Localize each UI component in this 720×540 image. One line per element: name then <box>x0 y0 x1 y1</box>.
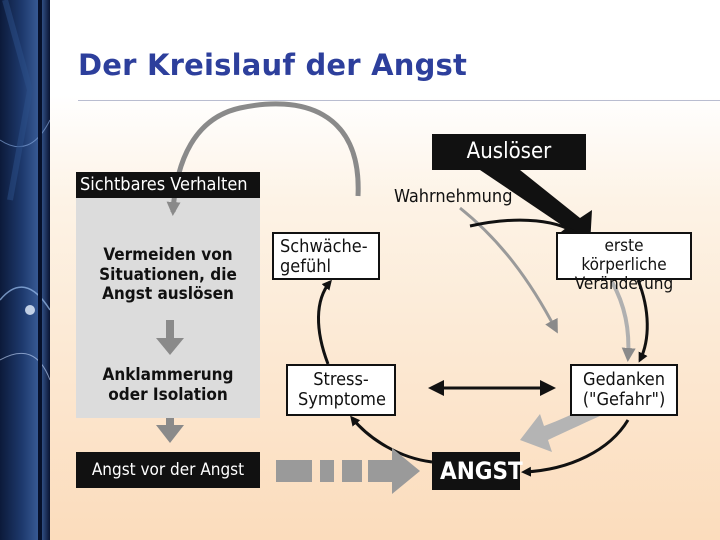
right-arc <box>636 279 649 363</box>
perception-arrow <box>459 206 558 334</box>
weakness-box: Schwäche-gefühl <box>272 232 380 280</box>
left-arc <box>317 279 332 365</box>
fear-of-fear-arrow <box>276 448 420 494</box>
stress-symptoms-box: Stress-Symptome <box>286 364 396 416</box>
slide-title: Der Kreislauf der Angst <box>78 48 468 82</box>
avoidance-label: Vermeiden von Situationen, die Angst aus… <box>99 245 237 305</box>
bottom-left-arc <box>350 415 433 464</box>
fear-of-fear-label: Angst vor der Angst <box>76 452 260 488</box>
first-change-box: erste körperliche Veränderung <box>556 232 692 294</box>
perception-label: Wahrnehmung <box>394 186 513 207</box>
trigger-label: Auslöser <box>432 134 586 170</box>
panel-down-arrow-2 <box>156 418 184 443</box>
double-arrow <box>428 380 556 396</box>
title-divider <box>78 100 720 101</box>
thoughts-box: Gedanken ("Gefahr") <box>570 364 678 416</box>
change-to-thoughts-arrow <box>610 281 636 362</box>
bottom-right-arc <box>521 419 630 477</box>
upper-arc <box>469 218 581 238</box>
visible-behavior-label: Sichtbares Verhalten <box>76 172 260 198</box>
fear-label: ANGST <box>432 452 523 490</box>
behavior-panel <box>76 194 260 418</box>
decorative-sidebar <box>0 0 50 540</box>
thoughts-to-fear-arrow <box>520 406 600 452</box>
clinging-label: Anklammerung oder Isolation <box>102 365 234 405</box>
feedback-arrow <box>166 101 361 216</box>
panel-down-arrow-1 <box>156 320 184 355</box>
